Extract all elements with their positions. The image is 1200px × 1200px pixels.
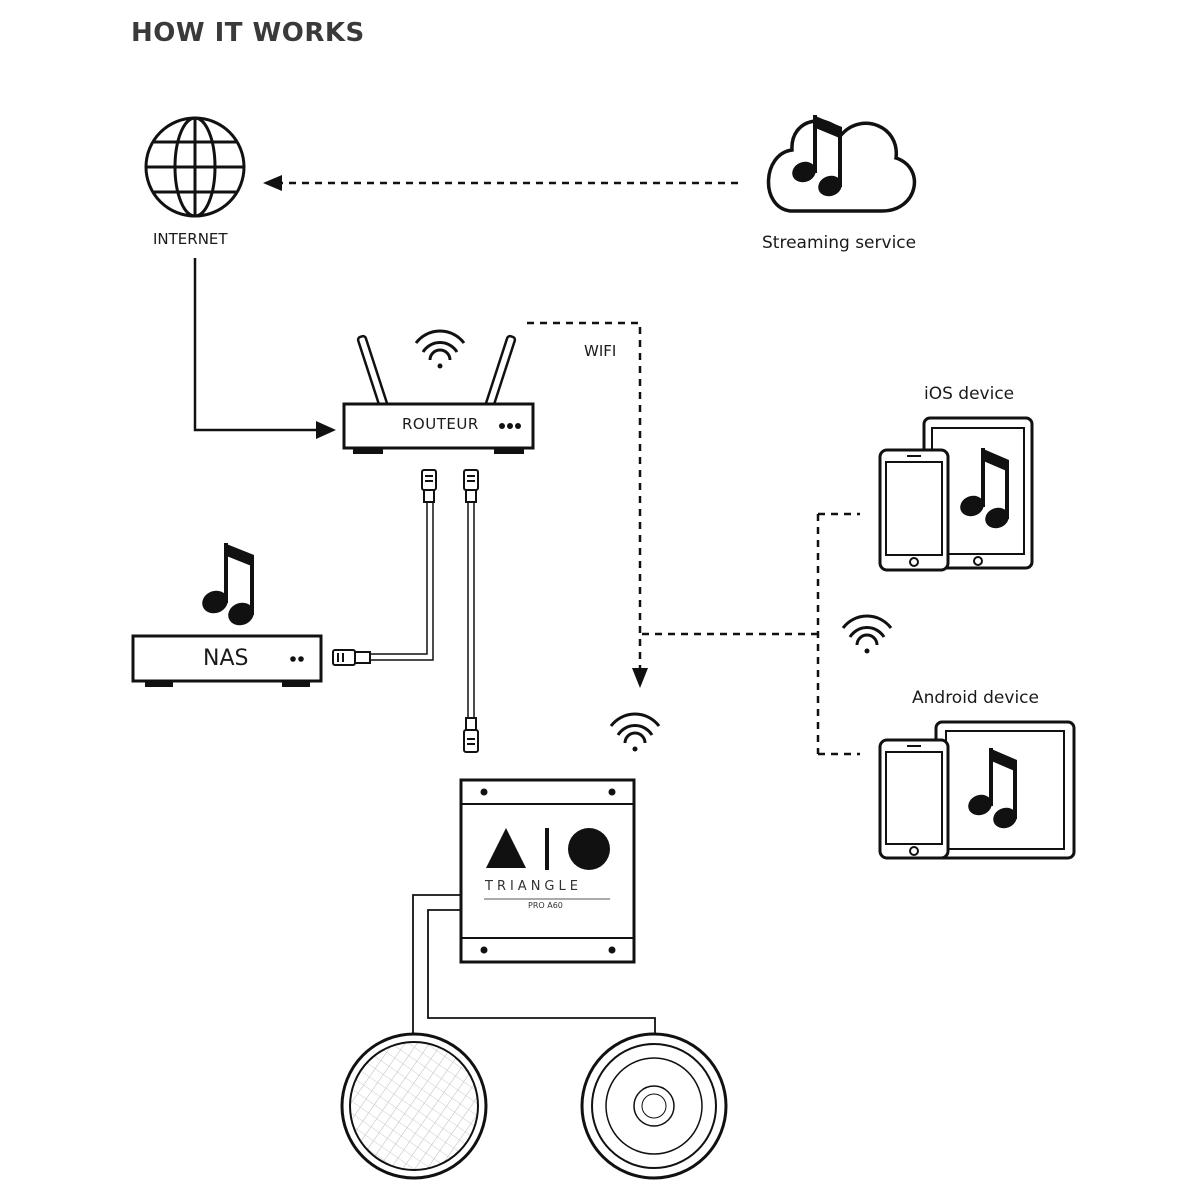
speaker-icon — [580, 1032, 728, 1180]
wifi-label: WIFI — [584, 342, 617, 360]
phone-icon — [878, 448, 950, 572]
internet-label: INTERNET — [153, 230, 228, 248]
internet-to-router-connector — [193, 258, 336, 439]
phone-icon — [878, 738, 950, 860]
router-icon — [342, 334, 535, 454]
nas-label: NAS — [203, 646, 249, 671]
amplifier-model-label: PRO A60 — [528, 901, 563, 910]
amplifier-brand-label: TRIANGLE — [485, 879, 582, 894]
wifi-connector — [527, 321, 860, 756]
wifi-icon — [609, 712, 661, 752]
globe-icon — [144, 116, 246, 218]
wifi-icon — [414, 329, 466, 369]
speaker-cable — [412, 894, 656, 1034]
music-note-icon — [960, 448, 1009, 529]
android-device-label: Android device — [912, 688, 1039, 708]
ethernet-plug-icon — [332, 649, 371, 666]
router-label: ROUTEUR — [402, 415, 479, 433]
ethernet-cable — [370, 502, 475, 718]
nas-icon — [131, 634, 323, 687]
ethernet-plug-icon — [463, 469, 479, 503]
page-title: HOW IT WORKS — [131, 18, 365, 48]
speaker-icon — [340, 1032, 488, 1180]
tablet-icon — [934, 720, 1076, 860]
music-note-icon — [968, 748, 1017, 829]
streaming-service-label: Streaming service — [762, 233, 917, 253]
ios-device-label: iOS device — [924, 384, 1015, 404]
wifi-icon — [841, 614, 893, 654]
ethernet-plug-icon — [421, 469, 437, 503]
music-note-icon — [792, 115, 842, 197]
amplifier-icon — [459, 778, 636, 964]
ethernet-plug-icon — [463, 717, 479, 753]
streaming-to-internet-connector — [263, 175, 738, 191]
music-note-icon — [202, 543, 254, 626]
